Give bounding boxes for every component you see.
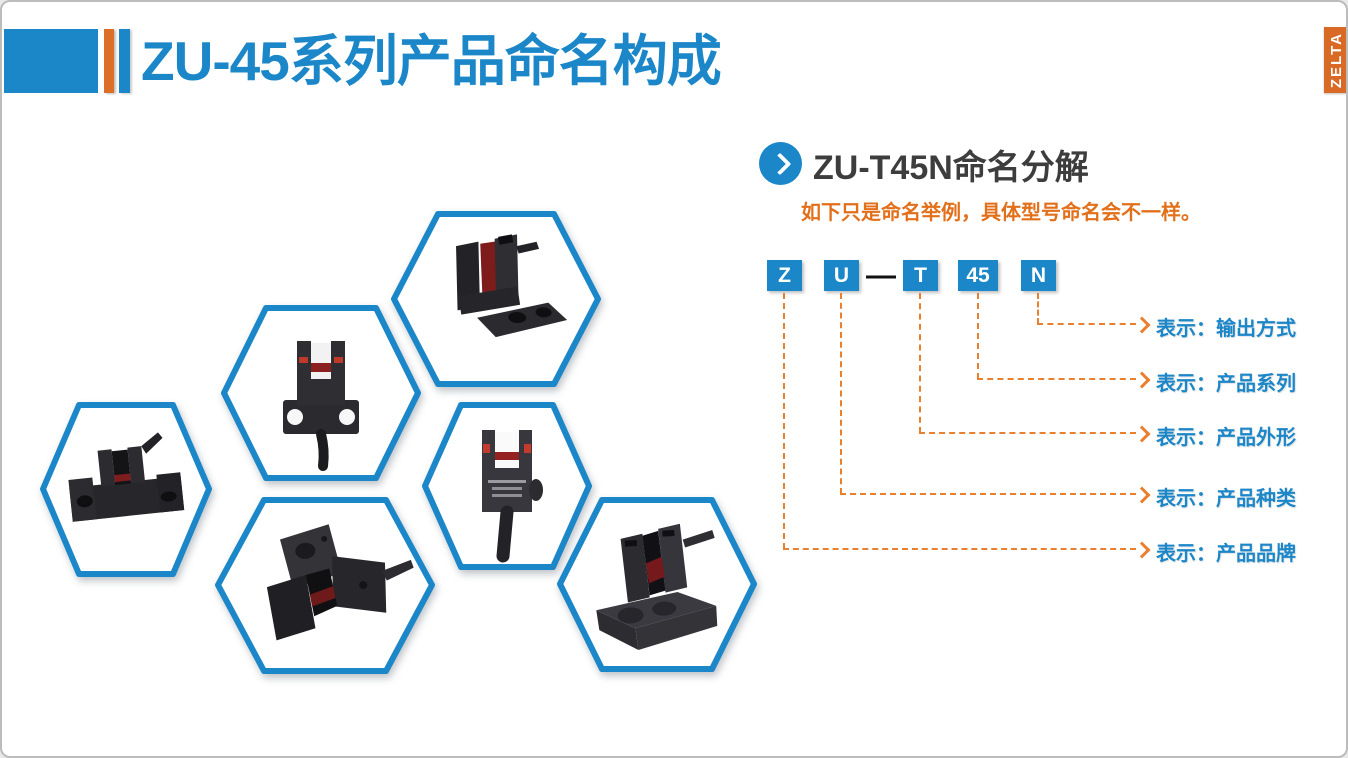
chevron-right-icon [768,152,792,176]
code-box-brand: Z [767,260,802,291]
connector-45-horizontal [977,378,1136,380]
hexagon-product-photo-right-mid [422,402,592,570]
brand-tag: ZELTA [1324,27,1346,93]
title-accent-bar-blue [119,29,130,93]
hexagon-product-photo-mid-lower [215,497,435,674]
sensor-photo [596,523,718,651]
hexagon-product-photo-top-right [391,211,601,387]
code-box-series: 45 [958,260,998,291]
sensor-photo [266,524,414,641]
legend-type-label: 表示：产品种类 [1156,488,1296,510]
connector-t-vertical [919,293,921,433]
connector-45-vertical [977,293,979,379]
sensor-photo [68,432,185,522]
legend-shape-label: 表示：产品外形 [1156,427,1296,449]
title-accent-bar-orange [104,29,114,93]
code-separator-dash: — [866,259,896,292]
arrow-right-icon [1133,541,1151,559]
legend-series-label: 表示：产品系列 [1156,373,1296,395]
title-accent-block [4,29,98,93]
arrow-right-icon [1133,371,1151,389]
code-box-shape: T [903,260,938,291]
legend-brand-label: 表示：产品品牌 [1156,543,1296,565]
naming-heading: ZU-T45N命名分解 [813,149,1089,187]
arrow-right-icon [1133,425,1151,443]
sensor-photo [482,430,543,563]
sensor-photo [456,234,568,338]
connector-u-vertical [840,293,842,494]
hexagon-product-photo-far-right [557,497,757,672]
arrow-right-icon [1133,486,1151,504]
connector-n-vertical [1037,293,1039,324]
page-title: ZU-45系列产品命名构成 [141,30,722,92]
connector-z-vertical [783,293,785,549]
sensor-photo [283,341,359,471]
brand-tag-label: ZELTA [1328,31,1345,89]
connector-u-horizontal [840,493,1136,495]
hexagon-product-photo-left [40,402,212,577]
connector-t-horizontal [919,432,1136,434]
code-box-type: U [824,260,859,291]
legend-output-label: 表示：输出方式 [1156,318,1296,340]
chevron-circle-icon [759,142,802,185]
connector-n-horizontal [1037,323,1136,325]
hexagon-product-photo-mid-upper [221,305,421,481]
code-box-output: N [1021,260,1056,291]
naming-note: 如下只是命名举例，具体型号命名会不一样。 [801,202,1201,224]
connector-z-horizontal [783,548,1136,550]
arrow-right-icon [1133,316,1151,334]
